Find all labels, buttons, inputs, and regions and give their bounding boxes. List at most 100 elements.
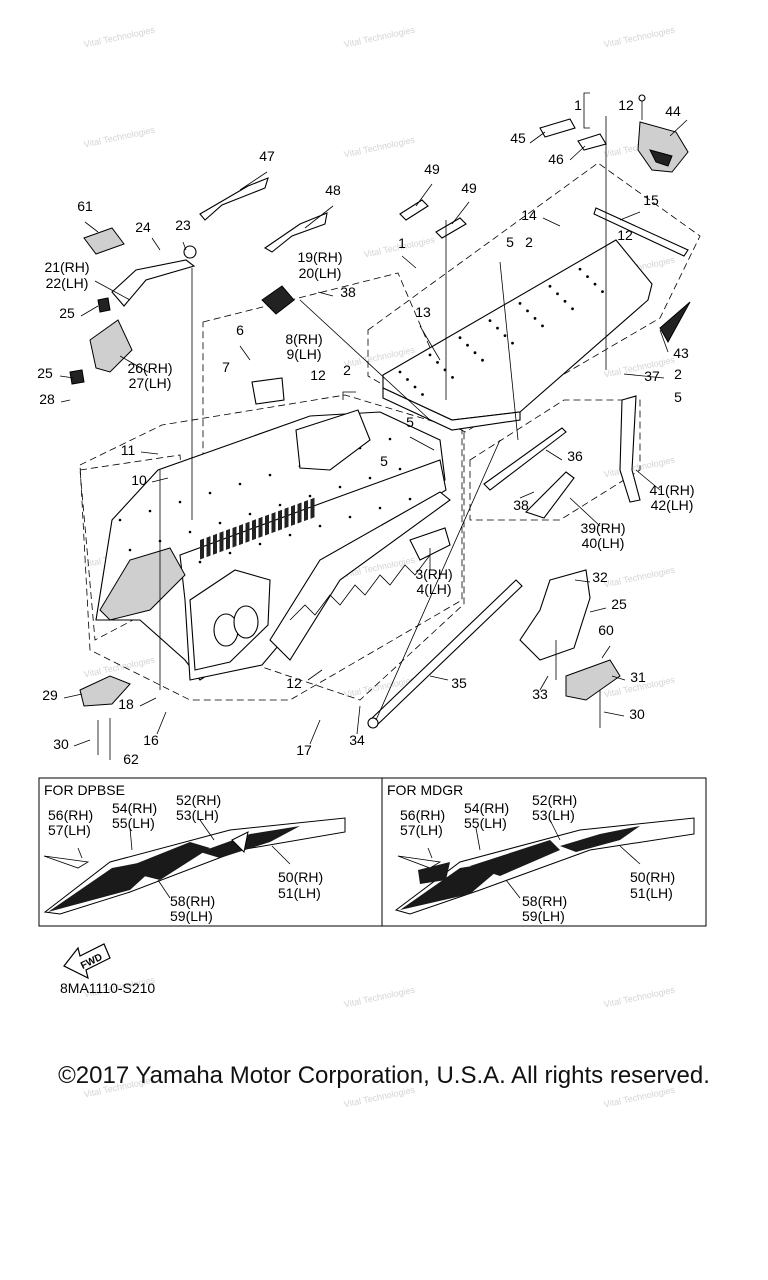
- panel-48: [263, 212, 328, 253]
- rivet-hole: [488, 319, 492, 322]
- top-parts: [83, 92, 689, 255]
- callout-label: 28: [39, 391, 55, 407]
- mdgr-label: 58(RH): [522, 893, 567, 909]
- frame-hole: [198, 560, 202, 564]
- rivet-hole: [556, 292, 559, 296]
- mount-29: [79, 675, 131, 707]
- rivet-hole: [593, 282, 597, 286]
- callout-label: 30: [629, 706, 645, 722]
- frame-hole: [288, 533, 292, 537]
- callout-label: 16: [143, 732, 159, 748]
- clip-25a: [97, 297, 111, 313]
- rivet-hole: [436, 361, 439, 364]
- rivet-hole: [526, 309, 529, 313]
- frame-hole: [218, 521, 222, 525]
- callout-label: 61: [77, 198, 93, 214]
- post-8: [251, 377, 285, 405]
- rivet-hole: [458, 336, 462, 340]
- cooler-slot: [200, 538, 204, 560]
- decal-45: [539, 118, 576, 138]
- callout-label: 12: [310, 367, 326, 383]
- clip-25b: [69, 369, 85, 385]
- frame-hole: [128, 548, 132, 552]
- cooler-slot: [245, 521, 250, 543]
- callout-label: 45: [510, 130, 526, 146]
- bracket-21: [111, 259, 196, 307]
- frame-hole: [408, 497, 412, 501]
- callout-label: 1: [398, 235, 406, 251]
- callout-label: 2: [674, 366, 682, 382]
- cooler-slot: [219, 531, 224, 553]
- callout-label: 62: [123, 751, 139, 767]
- cooler-slot: [284, 507, 289, 529]
- callout-label: 36: [567, 448, 583, 464]
- frame-hole: [378, 506, 382, 510]
- frame-hole: [268, 473, 272, 477]
- watermark-text: Vital Technologies: [343, 985, 416, 1010]
- cooler-slot: [310, 497, 315, 519]
- callout-label: 24: [135, 219, 151, 235]
- running-board: [382, 207, 691, 491]
- bracket-15: [593, 207, 689, 257]
- pad-49a: [399, 199, 429, 221]
- mdgr-label: 50(RH): [630, 869, 675, 885]
- bracket-26: [89, 319, 133, 373]
- cooler-slot: [226, 528, 230, 550]
- watermark-text: Vital Technologies: [343, 25, 416, 50]
- watermark-text: Vital Technologies: [603, 565, 676, 590]
- frame-hole: [238, 482, 242, 486]
- cooler-slot: [213, 533, 217, 555]
- mdgr-label: 55(LH): [464, 815, 507, 831]
- callout-label: 21(RH): [44, 259, 89, 275]
- callout-label: 47: [259, 148, 275, 164]
- dpbse-label: 50(RH): [278, 869, 323, 885]
- rivet-hole: [398, 370, 402, 374]
- callout-label: 46: [548, 151, 564, 167]
- copyright-notice: ©2017 Yamaha Motor Corporation, U.S.A. A…: [58, 1062, 710, 1089]
- plate-39: [524, 471, 575, 519]
- watermark-text: Vital Technologies: [603, 25, 676, 50]
- cooler-slot: [232, 526, 237, 548]
- watermark-text: Vital Technologies: [83, 25, 156, 50]
- rivet-hole: [406, 378, 409, 381]
- cover-61: [83, 227, 125, 255]
- callout-label: 9(LH): [286, 346, 321, 362]
- callout-label: 4(LH): [416, 581, 451, 597]
- callout-label: 11: [121, 442, 136, 458]
- bracket-32: [519, 569, 591, 661]
- panel-title-dpbse: FOR DPBSE: [44, 782, 125, 798]
- rivet-hole: [518, 302, 522, 305]
- frame-hole: [258, 542, 262, 546]
- rivet-hole: [503, 334, 507, 337]
- cooler-slot: [265, 514, 269, 536]
- callout-label: 42(LH): [651, 497, 694, 513]
- callout-label: 3(RH): [415, 566, 452, 582]
- frame-hole: [318, 524, 322, 528]
- callout-label: 19(RH): [297, 249, 342, 265]
- leader-lines: [59, 119, 688, 747]
- callout-label: 1: [574, 97, 582, 113]
- dpbse-decal: [43, 817, 346, 915]
- callout-label: 40(LH): [582, 535, 625, 551]
- rivet-hole: [496, 326, 499, 330]
- cooler-slot: [278, 509, 282, 531]
- callout-label: 20(LH): [299, 265, 342, 281]
- callout-label: 39(RH): [580, 520, 625, 536]
- callout-label: 34: [349, 732, 365, 748]
- cooler-slot: [304, 500, 308, 522]
- dpbse-label: 59(LH): [170, 908, 213, 924]
- callout-label: 6: [236, 322, 244, 338]
- callout-label: 48: [325, 182, 341, 198]
- arm-41: [619, 395, 641, 503]
- frame-hole: [148, 509, 152, 513]
- cooler-slot: [291, 504, 295, 526]
- rivet-hole: [548, 284, 552, 288]
- callout-label: 5: [406, 414, 414, 430]
- cooler-slot: [271, 512, 276, 534]
- cooler-slot: [297, 502, 302, 524]
- cooler-slot: [252, 519, 256, 541]
- callout-label: 33: [532, 686, 548, 702]
- frame-hole: [398, 467, 402, 471]
